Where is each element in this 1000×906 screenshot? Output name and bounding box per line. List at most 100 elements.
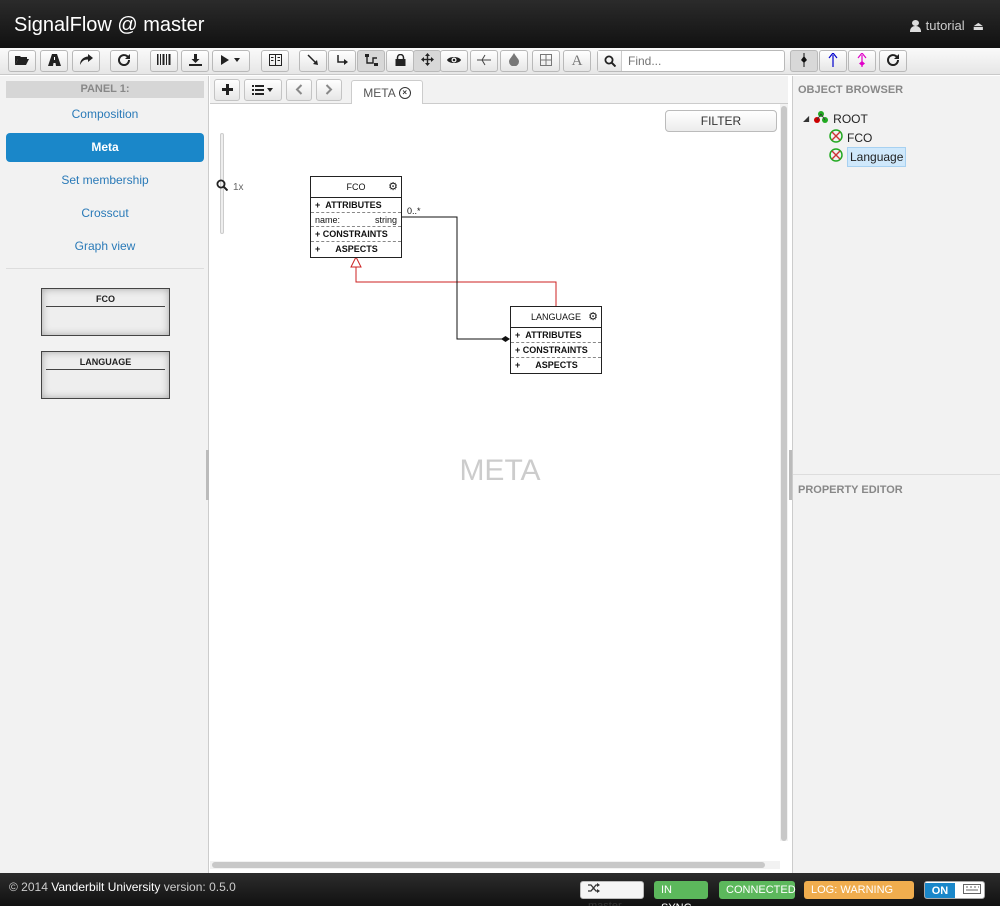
keyboard-icon [963,882,982,898]
app-header: SignalFlow @ master tutorial ⏏ [0,0,1000,48]
barcode-button[interactable] [150,50,178,72]
tab-list-dropdown[interactable] [244,79,282,101]
lock-icon [395,53,406,69]
editor-watermark: META [459,454,541,487]
divider [6,268,204,269]
user-menu[interactable]: tutorial ⏏ [909,18,984,33]
grid-icon [540,53,552,69]
color-button[interactable] [500,50,528,72]
connection-tool-button[interactable] [299,50,327,72]
open-project-button[interactable] [8,50,36,72]
keyboard-toggle[interactable]: ON [924,881,985,899]
left-panel: PANEL 1: Composition Meta Set membership… [0,76,209,873]
next-tab-button[interactable] [316,79,342,101]
diagram-canvas[interactable]: FILTER 1x META 0..* FCO⚙ + ATTRIBUTES na… [210,104,780,841]
filter-button[interactable]: FILTER [665,110,777,132]
route-icon [364,53,378,69]
aspects-section[interactable]: + ASPECTS [515,360,578,370]
tab-label: META [363,85,396,100]
shuffle-icon [588,883,600,896]
containment-line[interactable] [402,216,504,340]
nav-graph-view[interactable]: Graph view [74,239,136,253]
left-splitter[interactable] [206,450,209,500]
logout-icon[interactable]: ⏏ [972,18,984,33]
aspects-section[interactable]: + ASPECTS [315,244,378,254]
object-browser-title: OBJECT BROWSER [798,84,904,96]
find-input[interactable] [622,51,782,71]
log-level-badge[interactable]: LOG: WARNING ▲ [804,881,914,906]
zoom-slider-track[interactable] [220,133,224,234]
tree-node-fco[interactable]: FCO [829,128,872,148]
meta-node-fco[interactable]: FCO ⚙ + ATTRIBUTES name:string + CONSTRAI… [310,176,402,258]
split-view-button[interactable] [261,50,289,72]
right-panel: OBJECT BROWSER ◢ ROOT FCO Language PROPE… [792,76,1000,873]
zoom-handle[interactable] [214,178,230,194]
refresh-button[interactable] [110,50,138,72]
font-icon: A [571,52,583,69]
tree-label: Language [847,147,907,167]
lock-button[interactable] [386,50,414,72]
tree-node-language[interactable]: Language [829,147,907,167]
share-square-icon [887,53,900,69]
pointer-tool-button[interactable] [470,50,498,72]
grid-button[interactable] [532,50,560,72]
scroll-thumb[interactable] [212,862,765,868]
nav-set-membership[interactable]: Set membership [61,173,149,187]
part-language[interactable]: LANGUAGE [41,351,170,399]
node-name: FCO [346,182,366,192]
constraints-section[interactable]: + CONSTRAINTS [511,343,601,358]
scroll-thumb[interactable] [781,106,787,841]
nav-crosscut[interactable]: Crosscut [81,206,129,220]
autorouter-button[interactable] [357,50,385,72]
meta-node-icon [829,128,843,148]
project-properties-button[interactable] [40,50,68,72]
close-icon[interactable]: × [398,86,411,99]
meta-node-icon [829,147,843,167]
set-pointer-button[interactable] [819,50,847,72]
gear-icon[interactable]: ⚙ [388,181,398,193]
run-plugin-dropdown[interactable] [212,50,250,72]
attribute-row[interactable]: name:string [311,213,401,227]
reload-button[interactable] [879,50,907,72]
attributes-section[interactable]: + ATTRIBUTES [311,198,401,213]
previous-tab-button[interactable] [286,79,312,101]
meta-node-language[interactable]: LANGUAGE ⚙ + ATTRIBUTES + CONSTRAINTS + A… [510,306,602,374]
set-member-button[interactable] [848,50,876,72]
expand-triangle-icon[interactable]: ◢ [803,114,810,123]
nav-composition[interactable]: Composition [71,107,139,121]
inheritance-line[interactable] [355,266,557,311]
sync-status-badge: IN SYNC [654,881,708,906]
part-fco[interactable]: FCO [41,288,170,336]
copyright-org: Vanderbilt University [51,880,161,894]
elbow-connector-button[interactable] [328,50,356,72]
plus-icon [221,82,233,98]
constraints-section[interactable]: + CONSTRAINTS [311,227,401,242]
find-box[interactable] [597,50,785,72]
nav-meta[interactable]: Meta [6,133,204,162]
barcode-icon [157,54,171,68]
download-button[interactable] [181,50,209,72]
tab-meta[interactable]: META × [351,80,423,104]
gear-icon[interactable]: ⚙ [588,311,598,323]
node-name: LANGUAGE [530,312,581,322]
connection-status-badge: CONNECTED [719,881,796,899]
tree-node-root[interactable]: ◢ ROOT [803,110,868,128]
status-footer: © 2014 Vanderbilt University version: 0.… [0,873,1000,906]
export-button[interactable] [72,50,100,72]
attributes-section[interactable]: + ATTRIBUTES [511,328,601,343]
branch-badge[interactable]: master [580,881,644,906]
visibility-button[interactable] [440,50,468,72]
vertical-scrollbar[interactable] [780,104,788,841]
containment-diamond [501,336,510,342]
pointer-connect-button[interactable] [790,50,818,72]
arrow-updown-icon [857,51,867,70]
add-tab-button[interactable] [214,79,240,101]
horizontal-scrollbar[interactable] [210,861,780,869]
move-button[interactable] [413,50,441,72]
list-icon [252,82,274,98]
text-button[interactable]: A [563,50,591,72]
version-label: version: 0.5.0 [163,880,236,894]
right-splitter[interactable] [789,450,792,500]
search-icon [598,51,622,71]
attributes-label: ATTRIBUTES [525,330,582,340]
